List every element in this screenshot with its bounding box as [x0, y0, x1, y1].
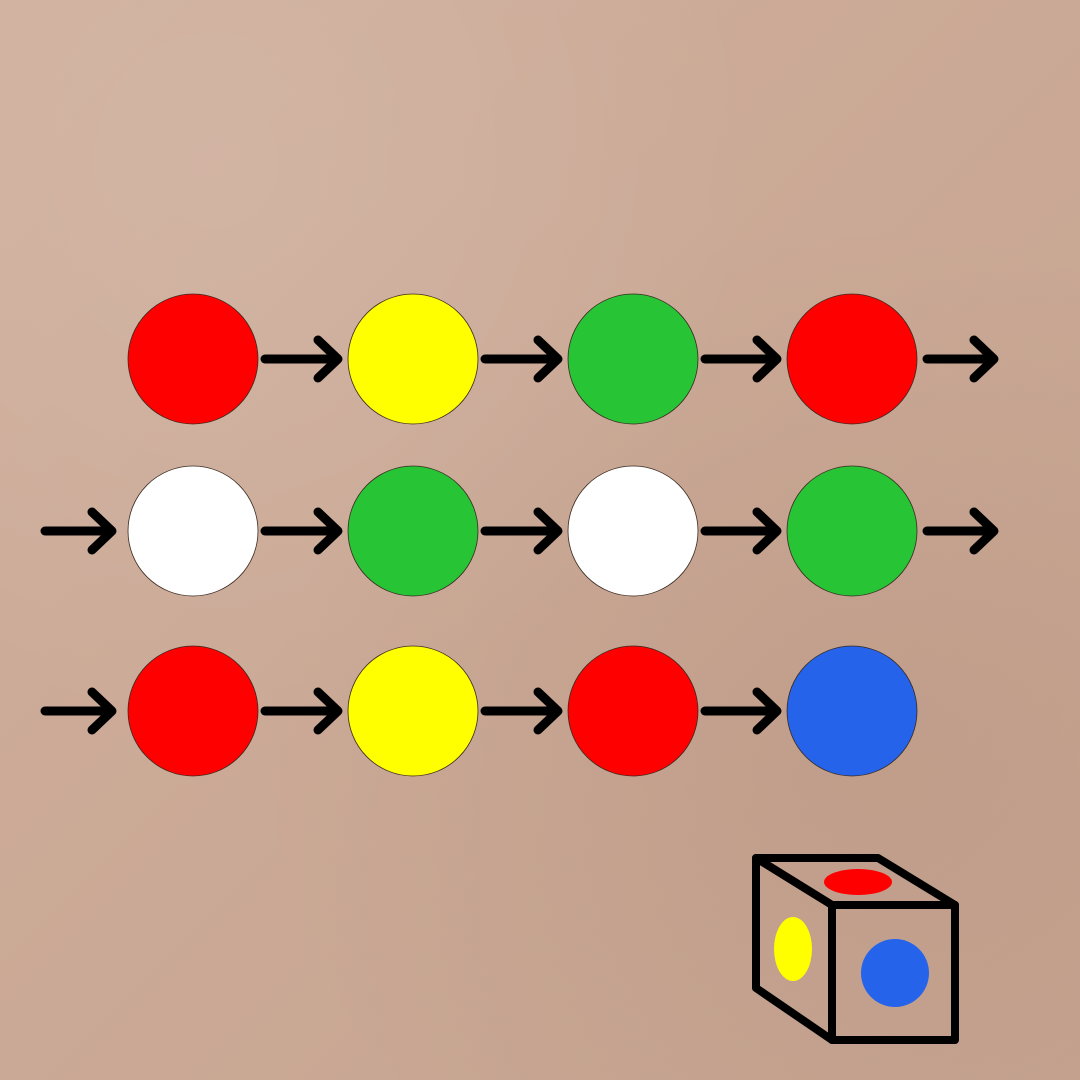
bead-red — [127, 293, 259, 425]
right-arrow-icon — [260, 687, 343, 735]
lead-in-arrow-icon — [40, 507, 117, 555]
bead-red — [786, 293, 918, 425]
bead-blue — [786, 645, 918, 777]
dice-front-face — [828, 901, 959, 1044]
bead-row-3 — [40, 645, 918, 777]
color-dice-icon[interactable] — [752, 854, 959, 1044]
trailing-arrow-icon — [922, 507, 999, 555]
bead-yellow — [347, 293, 479, 425]
dice-left-dot-yellow — [774, 917, 812, 981]
bead-red — [127, 645, 259, 777]
bead-green — [347, 465, 479, 597]
trailing-arrow-icon — [922, 335, 999, 383]
bead-row-1 — [127, 293, 999, 425]
right-arrow-icon — [480, 335, 563, 383]
bead-yellow — [347, 645, 479, 777]
right-arrow-icon — [700, 507, 782, 555]
right-arrow-icon — [480, 507, 563, 555]
right-arrow-icon — [700, 335, 782, 383]
dice-top-dot-red — [824, 869, 892, 895]
right-arrow-icon — [700, 687, 782, 735]
bead-white — [127, 465, 259, 597]
lead-in-arrow-icon — [40, 687, 117, 735]
bead-white — [567, 465, 699, 597]
bead-row-2 — [40, 465, 999, 597]
bead-rows — [40, 293, 999, 777]
right-arrow-icon — [260, 507, 343, 555]
dice-front-dot-blue — [861, 939, 929, 1007]
bead-green — [567, 293, 699, 425]
right-arrow-icon — [480, 687, 563, 735]
bead-green — [786, 465, 918, 597]
bead-red — [567, 645, 699, 777]
right-arrow-icon — [260, 335, 343, 383]
